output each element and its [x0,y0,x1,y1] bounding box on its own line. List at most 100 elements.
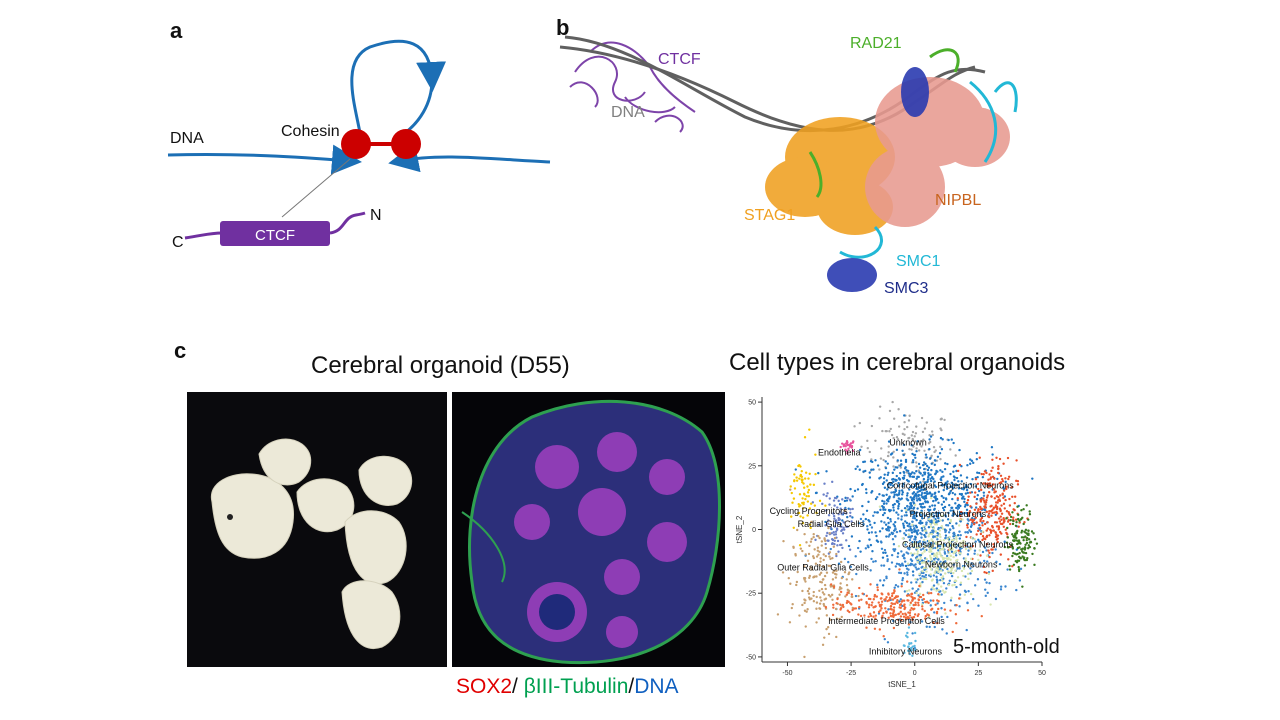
data-point [923,449,926,453]
data-point [931,504,934,507]
data-point [1011,495,1014,498]
data-point [1029,540,1033,544]
data-point [833,533,836,536]
data-point [922,538,926,542]
data-point [910,448,913,451]
data-point [990,548,993,551]
y-tick-label: -25 [746,591,756,598]
data-point [909,601,912,604]
data-point [934,472,938,475]
data-point [844,496,847,500]
data-point [910,559,914,563]
data-point [944,566,948,569]
data-point [903,506,907,510]
data-point [900,509,903,512]
data-point [859,550,862,553]
data-point [986,527,990,530]
data-point [822,493,825,496]
data-point [982,499,986,502]
data-point [986,521,989,524]
cluster-cycling-progenitors [789,428,827,547]
data-point [966,498,970,502]
data-point [991,453,994,456]
data-point [927,559,930,563]
data-point [1005,485,1008,488]
data-point [987,490,991,494]
data-point [947,564,950,567]
data-point [1008,504,1012,507]
data-point [1024,551,1028,555]
data-point [825,509,828,512]
data-point [869,614,873,618]
data-point [891,471,895,475]
data-point [901,578,904,582]
data-point [967,495,970,498]
data-point [1008,564,1011,568]
data-point [963,497,966,501]
data-point [985,542,989,546]
data-point [888,409,892,413]
data-point [913,597,916,600]
data-point [899,610,903,614]
data-point [967,577,970,581]
data-point [927,518,931,521]
data-point [983,578,987,581]
data-point [1023,548,1027,551]
data-point [1022,522,1025,526]
data-point [873,595,876,598]
data-point [1033,547,1036,550]
data-point [921,580,924,584]
data-point [922,593,925,597]
data-point [824,542,827,546]
data-point [979,532,983,536]
data-point [908,414,911,417]
data-point [1025,504,1028,507]
data-point [908,652,912,656]
dna-loop-return [404,79,434,135]
data-point [959,548,962,551]
data-point [985,571,988,575]
data-point [915,449,918,453]
data-point [988,534,991,537]
data-point [865,509,869,512]
data-point [994,548,997,551]
data-point [897,408,900,411]
data-point [955,476,959,480]
data-point [913,542,916,546]
data-point [929,599,932,602]
data-point [940,483,943,487]
data-point [1027,544,1030,547]
data-point [892,543,896,546]
data-point [932,499,935,503]
data-point [809,526,812,530]
data-point [927,592,931,595]
data-point [825,614,829,617]
data-point [974,516,978,519]
data-point [858,605,861,609]
data-point [832,545,836,548]
data-point [956,483,960,487]
data-point [942,483,946,487]
data-point [818,602,822,605]
data-point [1002,489,1006,492]
data-point [912,510,915,514]
data-point [1013,539,1016,542]
data-point [841,603,845,607]
data-point [938,544,942,548]
data-point [914,639,917,643]
data-point [921,517,924,520]
data-point [965,535,968,539]
data-point [907,533,911,536]
data-point [902,443,906,447]
data-point [985,549,988,552]
data-point [964,483,968,487]
data-point [833,504,836,507]
data-point [966,518,969,521]
data-point [924,481,927,484]
data-point [881,556,885,559]
data-point [975,497,979,501]
data-point [834,607,838,611]
data-point [937,607,940,611]
smc3-label: SMC3 [884,280,929,297]
data-point [924,573,928,577]
